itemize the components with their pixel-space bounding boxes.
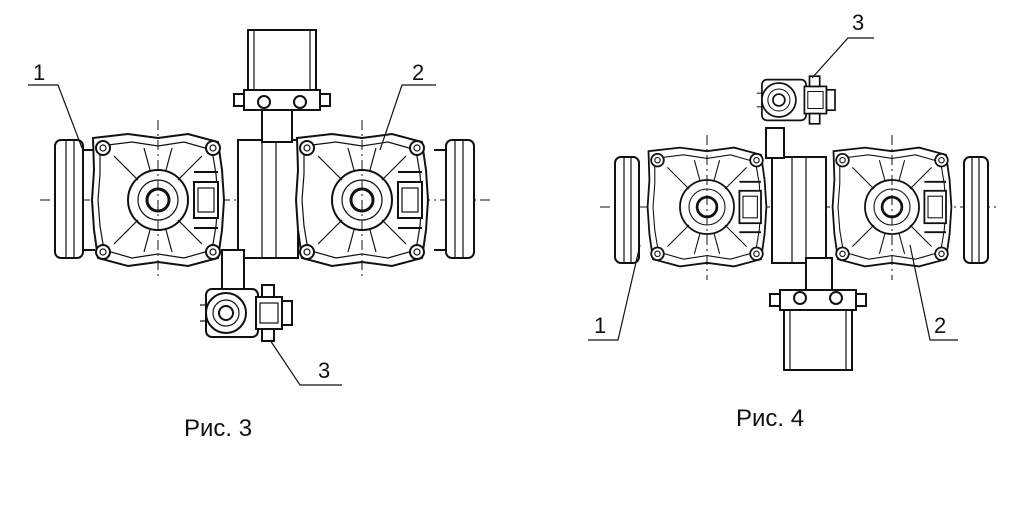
valve-body-left-fig4 bbox=[646, 146, 768, 268]
leader-3-fig3 bbox=[269, 339, 342, 386]
callout-2-fig4: 2 bbox=[934, 313, 946, 338]
leader-1-fig4 bbox=[588, 244, 641, 341]
left-inlet-flange-fig4 bbox=[614, 156, 640, 264]
callout-3-fig4: 3 bbox=[852, 10, 864, 35]
callout-2-fig3: 2 bbox=[412, 60, 424, 85]
middle-coupling bbox=[237, 139, 299, 259]
leader-2-fig4 bbox=[909, 244, 958, 341]
right-outlet-flange bbox=[445, 139, 475, 259]
figure-4-drawing: 1 2 3 bbox=[588, 10, 1000, 371]
leader-1-fig3 bbox=[28, 84, 83, 149]
pilot-valve-top bbox=[755, 75, 836, 125]
actuator-top bbox=[233, 29, 331, 111]
figure-3-caption: Рис. 3 bbox=[184, 415, 253, 442]
pilot-connection bbox=[221, 249, 245, 291]
callout-1-fig3: 1 bbox=[33, 60, 45, 85]
leader-2-fig3 bbox=[379, 84, 436, 151]
pilot-connection-fig4 bbox=[765, 127, 785, 159]
figure-3-drawing: 1 2 3 bbox=[28, 29, 490, 386]
actuator-bottom bbox=[769, 289, 867, 371]
callout-1-fig4: 1 bbox=[594, 313, 606, 338]
leader-3-fig4 bbox=[811, 37, 874, 79]
pilot-valve-bottom bbox=[199, 284, 293, 342]
right-outlet-flange-fig4 bbox=[963, 156, 989, 264]
valve-body-right-fig4 bbox=[831, 146, 953, 268]
middle-coupling-fig4 bbox=[771, 156, 827, 264]
callout-3-fig3: 3 bbox=[318, 358, 330, 383]
actuator-stem bbox=[261, 109, 293, 143]
actuator-stem-fig4 bbox=[805, 257, 833, 291]
figure-4-caption: Рис. 4 bbox=[736, 405, 805, 432]
left-inlet-flange bbox=[54, 139, 84, 259]
